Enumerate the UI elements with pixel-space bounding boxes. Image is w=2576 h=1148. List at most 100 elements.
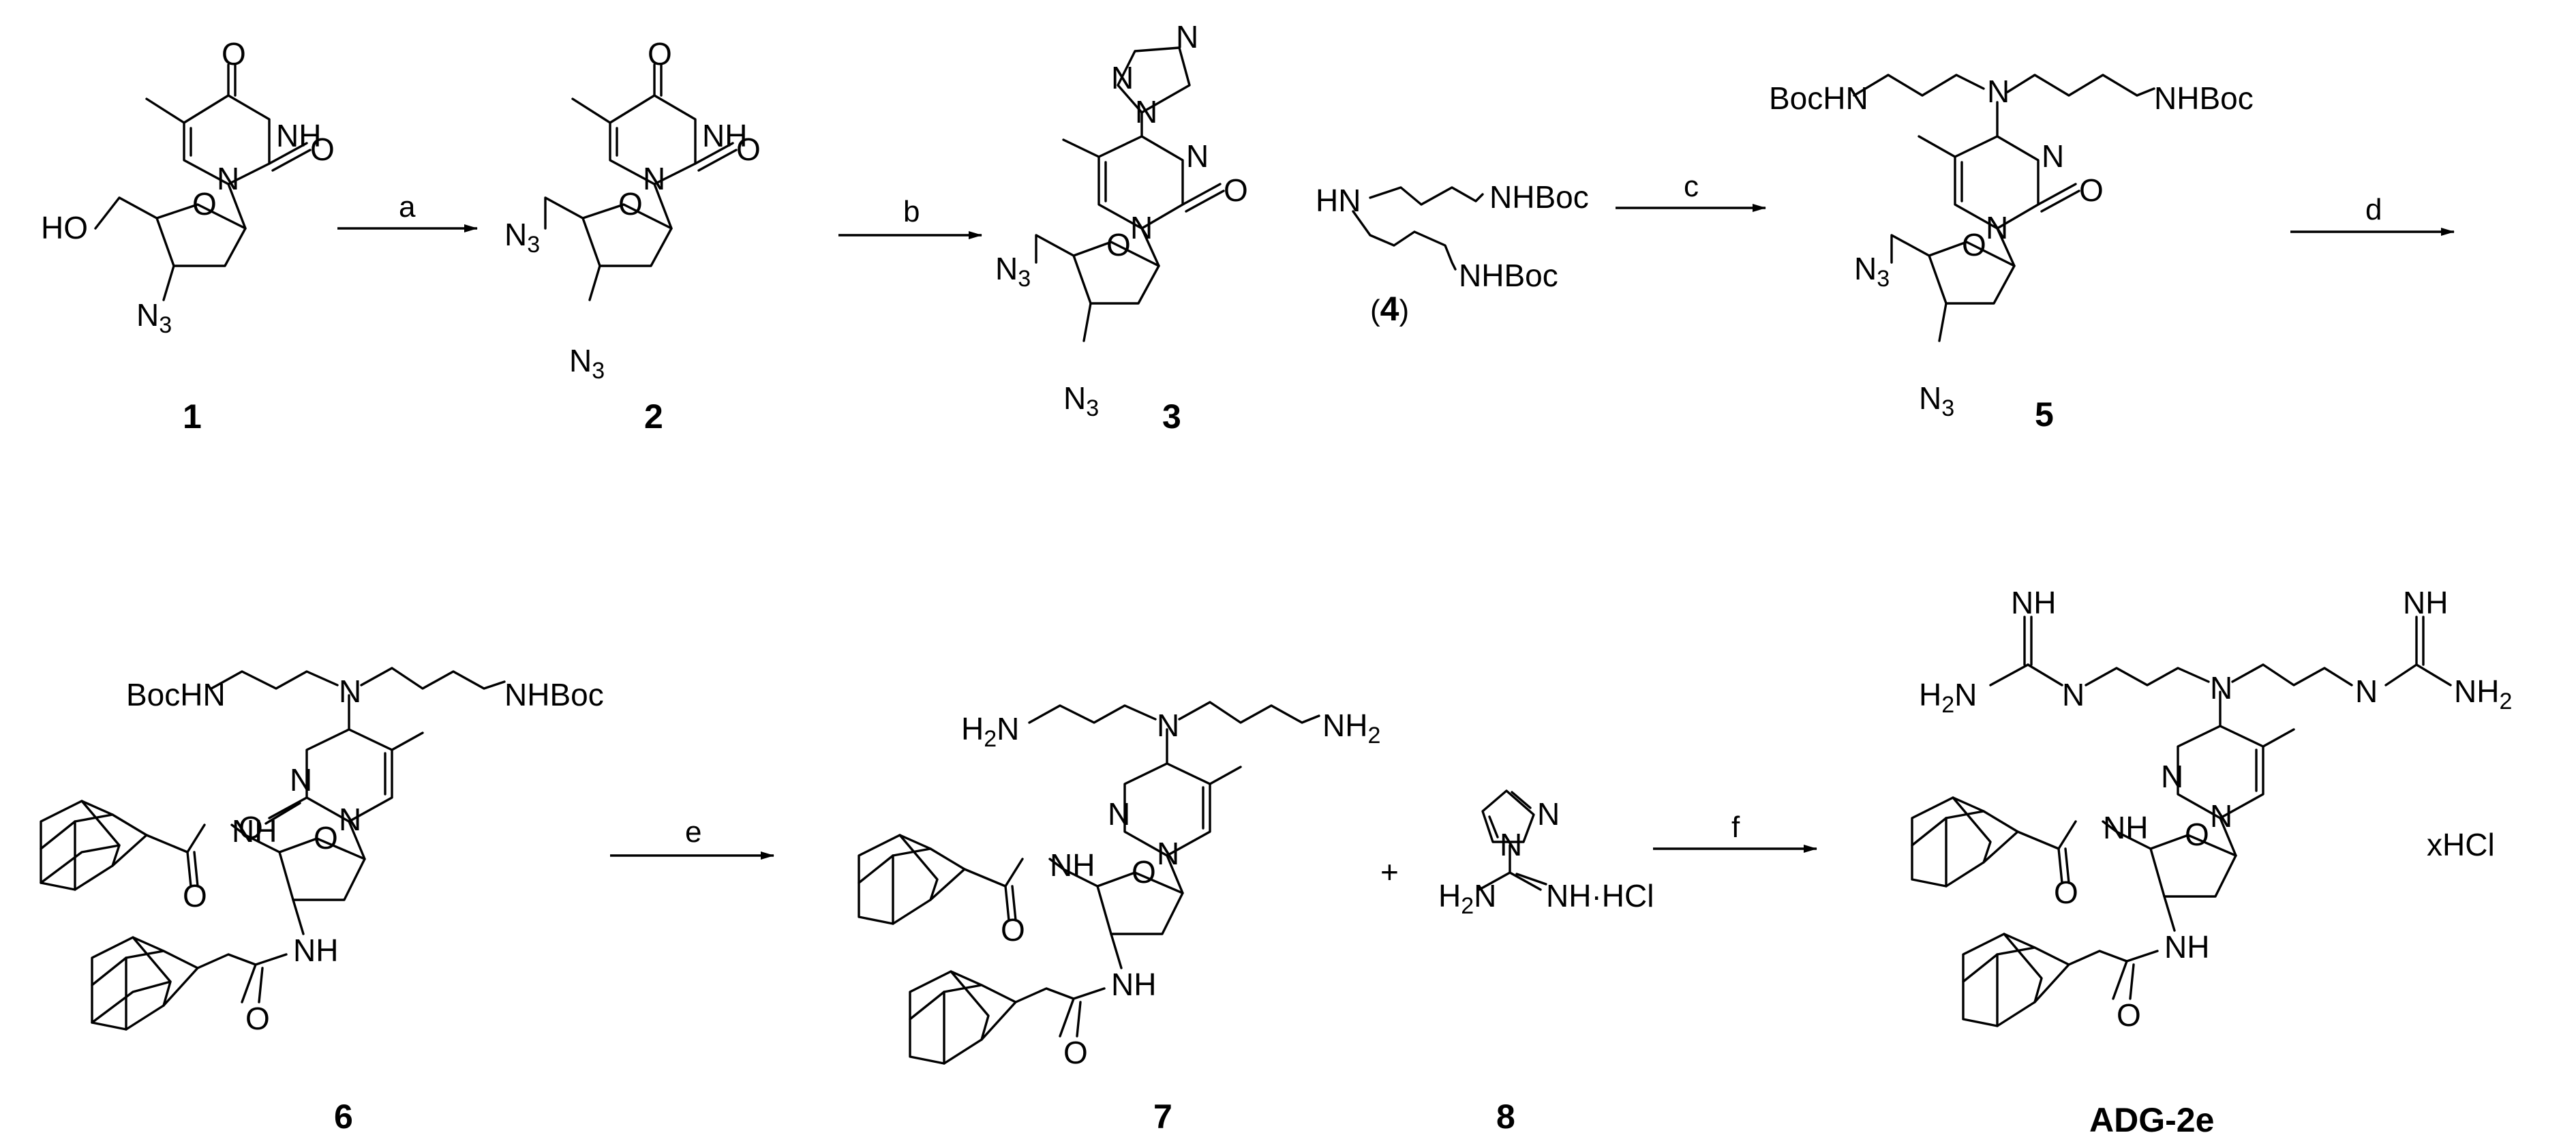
atom-NH: NH: [1111, 967, 1156, 1002]
atom-N: N: [1987, 74, 2010, 109]
compound-label-3: 3: [1162, 397, 1181, 436]
atom-NH: N: [2355, 674, 2378, 709]
reaction-arrow-a: a: [337, 190, 478, 232]
atom-NHBoc: NHBoc: [2154, 80, 2254, 116]
compound-8-structure: N N H2N NH·HCl 8: [1438, 789, 1654, 1136]
compound-label-8: 8: [1496, 1098, 1515, 1136]
atom-N: N: [290, 762, 312, 798]
compound-7-structure: H2N N NH2 N NH N O O NH O 7: [858, 701, 1380, 1136]
atom-H2N: H2N: [961, 711, 1019, 752]
atom-HN: HN: [1316, 183, 1361, 218]
atom-O: O: [2079, 172, 2104, 208]
atom-NH: NH: [276, 118, 321, 153]
atom-NH: NH: [2164, 929, 2209, 965]
atom-O: O: [192, 186, 217, 222]
atom-O: O: [239, 810, 263, 845]
compound-2-structure: O NH O N O N3 N3 2: [504, 36, 761, 436]
atom-O: O: [314, 820, 338, 856]
atom-N3: N3: [1919, 380, 1954, 421]
atom-HO: HO: [41, 210, 88, 245]
atom-NH-HCl: NH·HCl: [1546, 878, 1654, 913]
compound-label-2: 2: [644, 397, 663, 436]
atom-NH: NH: [2011, 585, 2056, 620]
atom-O: O: [2185, 817, 2209, 852]
compound-4-structure: HN NHBoc NHBoc (4): [1316, 179, 1589, 328]
atom-NH: N: [2062, 677, 2085, 712]
atom-N: N: [1157, 836, 1179, 871]
atom-O: O: [2054, 875, 2078, 910]
reagent-label-d: d: [2365, 193, 2382, 226]
atom-O: O: [2117, 997, 2141, 1033]
compound-label-6: 6: [334, 1098, 353, 1136]
atom-N: N: [1157, 708, 1179, 743]
salt-label: xHCl: [2427, 827, 2495, 862]
atom-N: N: [2042, 138, 2064, 174]
atom-O: O: [1224, 172, 1248, 208]
compound-adg-2e-structure: NH H2N N N N NH NH2 N NH N O O NH O xHCl…: [1911, 585, 2512, 1139]
compound-3-structure: N N N N O N O N3 N3 3: [995, 19, 1248, 436]
compound-label-adg-2e: ADG-2e: [2089, 1101, 2214, 1139]
atom-NHBoc: NHBoc: [1459, 258, 1558, 293]
reagent-label-a: a: [399, 190, 416, 224]
atom-N: N: [1108, 796, 1130, 832]
atom-N3: N3: [1854, 251, 1890, 292]
atom-N: N: [1986, 210, 2008, 245]
reagent-label-b: b: [903, 195, 920, 228]
atom-NH: NH: [1050, 847, 1095, 883]
reagent-label-f: f: [1731, 811, 1740, 844]
atom-O: O: [736, 132, 761, 167]
atom-O: O: [648, 36, 672, 72]
atom-H2N: H2N: [1919, 677, 1977, 718]
atom-N: N: [339, 802, 361, 837]
atom-N3: N3: [1063, 380, 1099, 421]
atom-NH2: NH2: [2454, 674, 2512, 714]
atom-O: O: [310, 132, 335, 167]
atom-NH: NH: [232, 813, 277, 849]
atom-N3: N3: [569, 343, 605, 384]
compound-label-5: 5: [2035, 395, 2054, 434]
reaction-arrow-c: c: [1616, 170, 1766, 212]
atom-N: N: [1135, 94, 1157, 130]
compound-label-7: 7: [1153, 1098, 1172, 1136]
atom-BocHN: BocHN: [1769, 80, 1868, 116]
atom-N3: N3: [995, 251, 1031, 292]
atom-O: O: [618, 186, 643, 222]
atom-O: O: [1063, 1035, 1088, 1070]
atom-N3: N3: [136, 297, 172, 338]
reagent-label-c: c: [1684, 170, 1699, 203]
reaction-arrow-b: b: [838, 195, 982, 239]
compound-1-structure: O NH O N O HO N3 1: [41, 36, 335, 436]
atom-O: O: [1001, 912, 1025, 948]
atom-NH: NH: [2403, 585, 2448, 620]
reaction-arrow-f: f: [1653, 811, 1817, 853]
reagent-label-e: e: [685, 815, 701, 849]
compound-label-4: (4): [1370, 290, 1409, 328]
atom-N: N: [2210, 798, 2232, 834]
atom-O: O: [183, 878, 207, 913]
compound-6-structure: BocHN N NHBoc N NH O N O O NH O 6: [40, 667, 604, 1136]
atom-N: N: [1186, 138, 1209, 174]
plus-sign: +: [1380, 854, 1399, 890]
atom-N: N: [1176, 19, 1198, 55]
compound-5-structure: BocHN N NHBoc N O N O N3 N3 5: [1769, 74, 2254, 434]
atom-H2N: H2N: [1438, 878, 1496, 919]
atom-BocHN: BocHN: [126, 677, 226, 712]
atom-NH: NH: [293, 933, 338, 968]
atom-O: O: [1962, 227, 1986, 262]
atom-N: N: [1537, 796, 1560, 832]
atom-O: O: [1132, 854, 1156, 890]
atom-N: N: [2210, 670, 2232, 706]
atom-N: N: [1500, 827, 1522, 862]
atom-NH: NH: [2103, 810, 2148, 845]
atom-N: N: [1111, 60, 1134, 95]
reaction-arrow-e: e: [610, 815, 774, 860]
atom-O: O: [222, 36, 246, 72]
reaction-arrow-d: d: [2290, 193, 2455, 236]
atom-N: N: [643, 161, 665, 196]
atom-NHBoc: NHBoc: [504, 677, 604, 712]
atom-O: O: [1106, 227, 1131, 262]
atom-N: N: [1130, 210, 1153, 245]
atom-N: N: [339, 674, 361, 709]
atom-NH2: NH2: [1322, 708, 1380, 749]
